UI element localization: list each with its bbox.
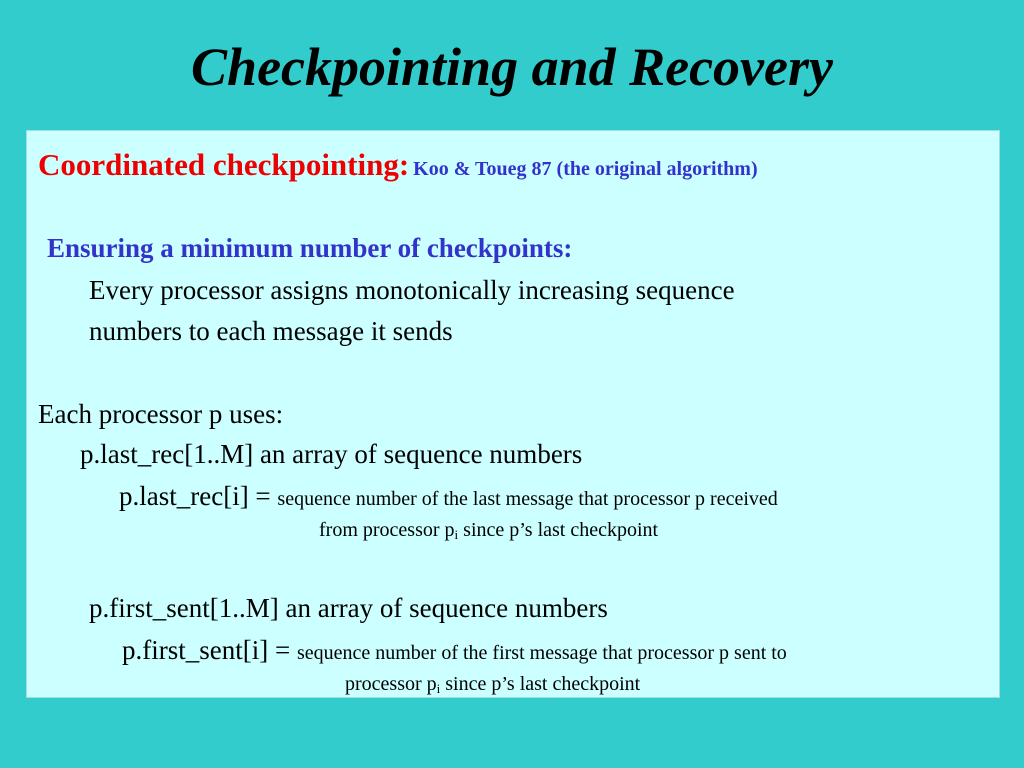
first-sent-text1: sequence number of the first message tha… (296, 642, 787, 664)
last-rec-lhs: p.last_rec[i] = (119, 481, 278, 511)
reference-text: Koo & Toueg 87 (the original algorithm) (413, 158, 758, 180)
first-sent-text2b: since p’s last checkpoint (440, 673, 641, 695)
first-sent-lhs: p.first_sent[i] = (122, 635, 297, 665)
slide-title: Checkpointing and Recovery (191, 37, 833, 97)
section2-intro: Each processor p uses: (38, 399, 284, 429)
last-rec-subscript: i (454, 527, 459, 542)
last-rec-text2a: from processor p (319, 519, 455, 541)
coordinated-line: Coordinated checkpointing: Koo & Toueg 8… (38, 149, 758, 180)
first-sent-definition: p.first_sent[i] = sequence number of the… (122, 637, 787, 664)
last-rec-declaration: p.last_rec[1..M] an array of sequence nu… (80, 439, 583, 469)
last-rec-continuation: from processor pi since p’s last checkpo… (319, 519, 659, 542)
last-rec-definition: p.last_rec[i] = sequence number of the l… (119, 483, 778, 510)
coordinated-heading: Coordinated checkpointing: (38, 147, 410, 182)
first-sent-declaration: p.first_sent[1..M] an array of sequence … (89, 593, 608, 623)
content-box: Coordinated checkpointing: Koo & Toueg 8… (26, 130, 1000, 698)
section1-heading: Ensuring a minimum number of checkpoints… (47, 233, 573, 263)
first-sent-text2a: processor p (345, 673, 437, 695)
section1-text-line2: numbers to each message it sends (89, 316, 453, 346)
last-rec-text1: sequence number of the last message that… (277, 488, 778, 510)
first-sent-continuation: processor pi since p’s last checkpoint (345, 673, 641, 696)
section1-text-line1: Every processor assigns monotonically in… (89, 275, 735, 305)
last-rec-text2b: since p’s last checkpoint (458, 519, 659, 541)
first-sent-subscript: i (436, 681, 441, 696)
